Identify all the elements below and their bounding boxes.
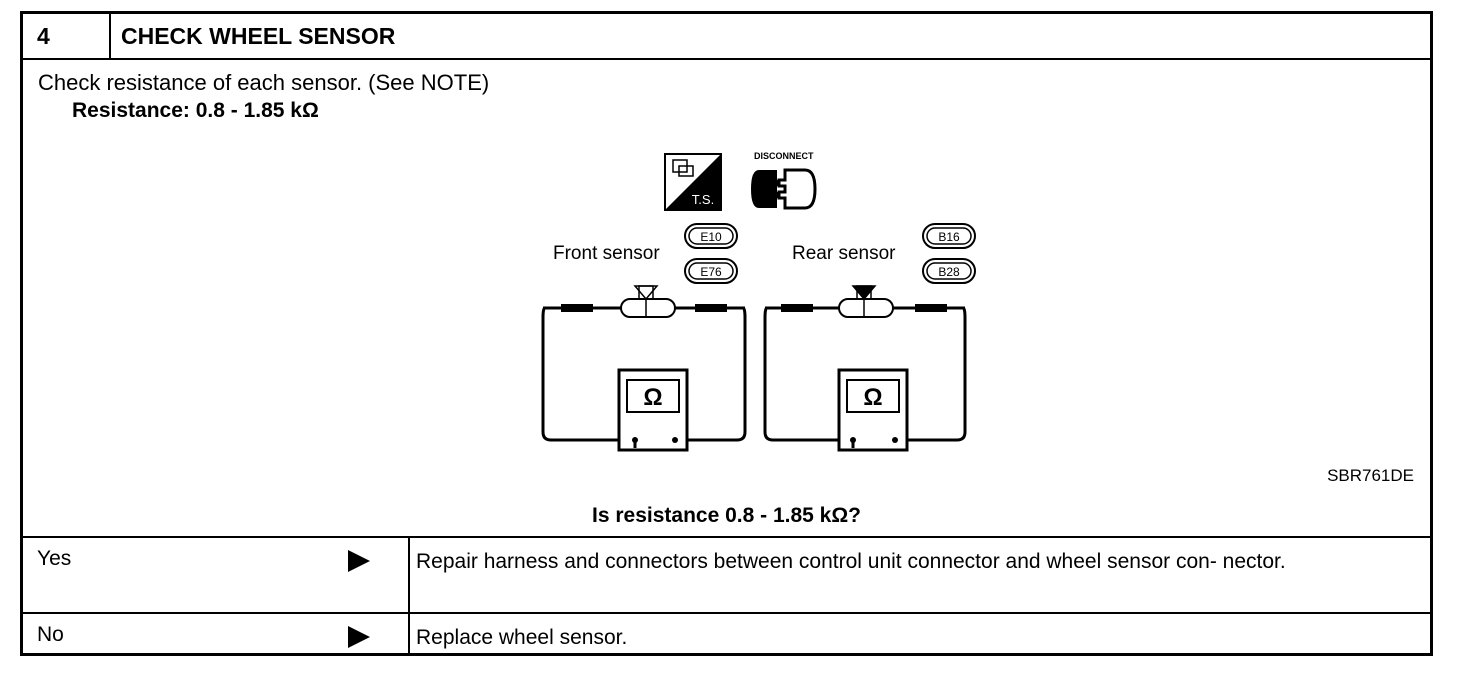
connector-e10-label: E10 [700,230,722,244]
arrow-right-icon [348,550,370,572]
outcome-yes-label: Yes [37,547,72,570]
rear-sensor-circuit: Ω [763,285,967,452]
connector-e76-label: E76 [700,265,722,279]
column-divider [408,614,410,656]
front-sensor-label: Front sensor [553,243,660,264]
front-ohmmeter-symbol: Ω [643,384,662,411]
instruction-text: Check resistance of each sensor. (See NO… [38,70,490,95]
step-header: 4 CHECK WHEEL SENSOR [23,14,1430,60]
sensor-resistance-diagram: T.S. DISCONNECT Front sensor E10 E76 Rea… [541,151,976,452]
connector-badge-b16: B16 [922,223,976,249]
arrow-right-icon [348,626,370,648]
decision-question: Is resistance 0.8 - 1.85 kΩ? [592,504,861,527]
outcome-row-yes: Yes Repair harness and connectors betwee… [23,536,1430,612]
outcome-no-action: Replace wheel sensor. [416,626,628,649]
figure-code: SBR761DE [1327,466,1414,485]
connector-b28-label: B28 [938,265,960,279]
step-title: CHECK WHEEL SENSOR [121,23,396,49]
disconnect-label: DISCONNECT [754,151,814,161]
resistance-spec: Resistance: 0.8 - 1.85 kΩ [72,99,319,122]
connector-badge-e10: E10 [684,223,738,249]
front-sensor-circuit: Ω [541,285,747,452]
connector-badge-e76: E76 [684,258,738,284]
connector-badge-b28: B28 [922,258,976,284]
outcome-no-label: No [37,623,64,646]
step-table: 4 CHECK WHEEL SENSOR Check resistance of… [20,11,1433,656]
rear-sensor-label: Rear sensor [792,243,896,264]
column-divider [408,538,410,612]
step-number: 4 [23,14,111,58]
rear-ohmmeter-symbol: Ω [863,384,882,411]
ts-label: T.S. [692,192,714,207]
outcome-row-no: No Replace wheel sensor. [23,612,1430,656]
connector-b16-label: B16 [938,230,960,244]
outcome-yes-action: Repair harness and connectors between co… [416,550,1286,573]
disconnect-icon: DISCONNECT [751,151,817,210]
trouble-shooting-icon: T.S. [664,153,722,211]
